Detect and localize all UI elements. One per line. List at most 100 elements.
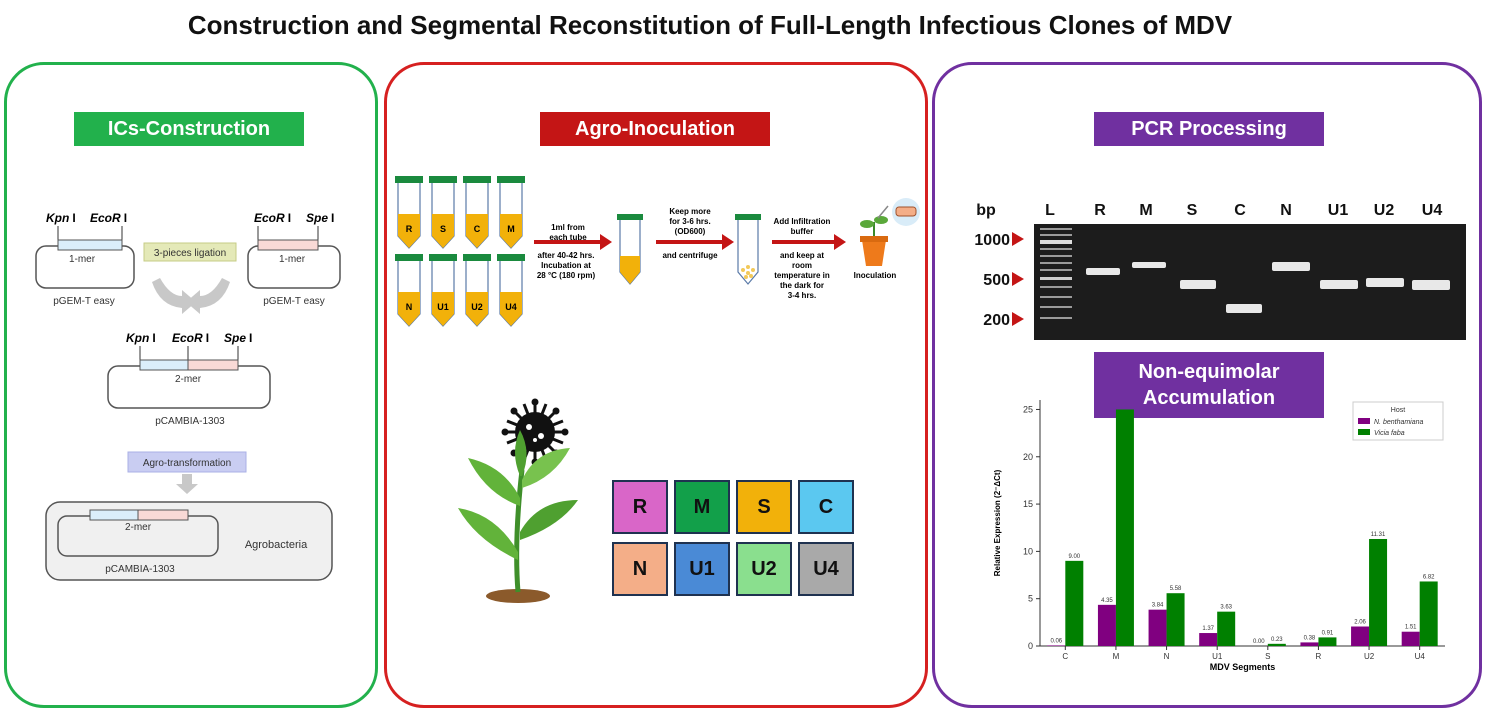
down-arrow <box>176 474 198 494</box>
tube-u1: U1 <box>429 254 457 327</box>
tube-label-u2: U2 <box>471 302 483 312</box>
y-tick-label-15: 15 <box>1023 499 1033 509</box>
mer2-mid: 2-mer <box>175 374 202 385</box>
y-tick-label-5: 5 <box>1028 594 1033 604</box>
accumulation-line2: Accumulation <box>1142 387 1276 409</box>
segment-box-m: M <box>674 480 730 534</box>
y-tick-label-20: 20 <box>1023 452 1033 462</box>
value-label-vf-s: 0.23 <box>1271 637 1283 643</box>
pcr-processing-panel <box>932 62 1482 708</box>
ligation-box <box>143 242 237 262</box>
segment-box-n: N <box>612 542 668 596</box>
x-tick-label-r: R <box>1316 652 1322 661</box>
bar-nb-c <box>1047 645 1066 646</box>
y-tick-label-25: 25 <box>1023 404 1033 414</box>
lane-label-r: R <box>1094 202 1106 219</box>
accumulation-header: Non-equimolar Accumulation <box>1094 352 1324 418</box>
lane-label-l: L <box>1045 202 1055 219</box>
mer1-left: 1-mer <box>69 254 96 265</box>
legend-title: Host <box>1391 407 1405 414</box>
value-label-vf-r: 0.91 <box>1322 630 1334 636</box>
value-label-vf-u2: 11.31 <box>1371 532 1386 538</box>
bar-vf-r <box>1318 637 1337 646</box>
marker-500: 500 <box>983 272 1010 289</box>
lane-label-n: N <box>1280 202 1292 219</box>
plant-icon <box>458 430 578 603</box>
segment-box-r: R <box>612 480 668 534</box>
lane-label-s: S <box>1186 202 1198 219</box>
segment-box-c: C <box>798 480 854 534</box>
value-label-nb-u2: 2.06 <box>1354 620 1366 626</box>
insert-left <box>57 239 123 251</box>
tube-label-u4: U4 <box>505 302 517 312</box>
lane-label-u4: U4 <box>1421 202 1443 219</box>
tube-s: S <box>429 176 457 249</box>
tube-u4: U4 <box>497 254 525 327</box>
tube-label-r: R <box>406 224 413 234</box>
ligation-label: 3-pieces ligation <box>154 248 226 259</box>
x-axis-label: MDV Segments <box>1210 662 1276 672</box>
pcr-processing-header: PCR Processing <box>1094 112 1324 146</box>
bar-vf-s <box>1267 643 1286 646</box>
bar-vf-u1 <box>1217 611 1236 646</box>
inoculation-label: Inoculation <box>854 271 897 280</box>
insert-mid-pink <box>187 359 239 371</box>
insert-right <box>257 239 319 251</box>
inoculation-pot-icon <box>860 198 920 266</box>
bar-nb-u4 <box>1401 631 1420 646</box>
legend-swatch-vf <box>1358 429 1370 435</box>
lane-label-u1: U1 <box>1327 202 1349 219</box>
lane-label-c: C <box>1234 202 1246 219</box>
bar-vf-c <box>1065 560 1084 646</box>
x-tick-label-u1: U1 <box>1212 652 1223 661</box>
tube-label-s: S <box>440 224 446 234</box>
lane-label-m: M <box>1139 202 1153 219</box>
tube-r: R <box>395 176 423 249</box>
segment-box-u2: U2 <box>736 542 792 596</box>
bp-label: bp <box>976 202 996 219</box>
x-tick-label-u4: U4 <box>1415 652 1426 661</box>
tube-label-u1: U1 <box>437 302 449 312</box>
agro-inoculation-header: Agro-Inoculation <box>540 112 770 146</box>
value-label-nb-u4: 1.51 <box>1405 625 1417 631</box>
marker-arrows <box>1012 232 1024 326</box>
relative-expression-chart: 05101520250.069.00C4.35M3.845.58N1.373.6… <box>993 400 1445 672</box>
agro-transformation-label: Agro-transformation <box>143 458 231 469</box>
legend-swatch-nb <box>1358 418 1370 424</box>
y-tick-label-10: 10 <box>1023 546 1033 556</box>
marker-1000: 1000 <box>974 232 1010 249</box>
figure-title: Construction and Segmental Reconstitutio… <box>187 10 1233 40</box>
svg-text:and centrifuge: and centrifuge <box>662 251 718 260</box>
bar-vf-u4 <box>1419 581 1438 646</box>
legend-entry-vf: Vicia faba <box>1374 430 1405 437</box>
ics-construction-panel <box>4 62 378 708</box>
tube-label-m: M <box>507 224 515 234</box>
bar-nb-u1 <box>1199 633 1218 646</box>
pcambia-bottom: pCAMBIA-1303 <box>105 564 175 575</box>
gel-bands <box>1040 228 1450 319</box>
agro-transformation-box <box>127 451 247 473</box>
marker-arrow-200 <box>1012 312 1024 326</box>
curved-arrow-left <box>152 278 196 314</box>
value-label-vf-n: 5.58 <box>1170 586 1182 592</box>
value-label-nb-m: 4.35 <box>1101 598 1113 604</box>
accumulation-line1: Non-equimolar <box>1138 361 1280 383</box>
pgem-right: pGEM-T easy <box>263 296 325 307</box>
value-label-nb-s: 0.00 <box>1253 639 1265 645</box>
segment-box-u1: U1 <box>674 542 730 596</box>
x-tick-label-n: N <box>1164 652 1170 661</box>
lane-label-u2: U2 <box>1373 202 1395 219</box>
segment-box-u4: U4 <box>798 542 854 596</box>
agrobacteria-label: Agrobacteria <box>245 539 308 551</box>
bar-nb-r <box>1300 642 1319 646</box>
pgem-left: pGEM-T easy <box>53 296 115 307</box>
tube-label-c: C <box>474 224 481 234</box>
